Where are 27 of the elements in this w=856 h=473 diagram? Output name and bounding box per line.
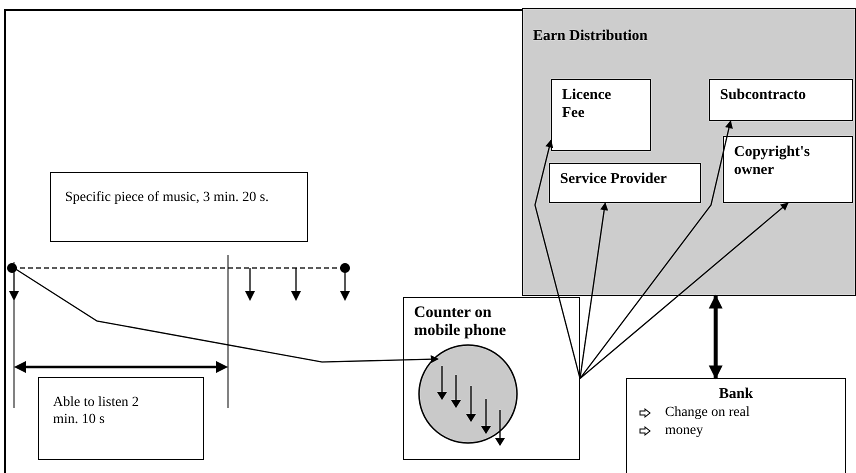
- panel-heading: Earn Distribution: [533, 27, 648, 45]
- text-box: [38, 377, 204, 460]
- bullet-text: Change on real: [665, 404, 750, 421]
- arrow: [708, 294, 723, 380]
- box-label: Service Provider: [560, 170, 668, 188]
- bank-box: [626, 378, 846, 473]
- bullet-text: money: [665, 422, 704, 439]
- arrow: [579, 120, 733, 379]
- arrow: [579, 202, 608, 379]
- arrow: [14, 267, 439, 364]
- box-text: Able to listen 2 min. 10 s: [53, 394, 140, 428]
- label-box: [709, 79, 853, 121]
- box-label: Counter on mobile phone: [414, 304, 508, 340]
- label-box: [723, 136, 853, 203]
- box-heading: Bank: [718, 385, 754, 403]
- box-label: Subcontracto: [720, 86, 807, 104]
- text-box: [50, 172, 308, 242]
- arrow: [534, 139, 581, 379]
- label-box: [403, 297, 580, 460]
- counter-circle: [418, 344, 518, 444]
- label-box: [549, 163, 701, 203]
- arrow: [580, 202, 789, 379]
- label-box: [551, 79, 651, 151]
- box-text: Specific piece of music, 3 min. 20 s.: [65, 189, 270, 206]
- group-panel: [522, 8, 856, 296]
- box-label: Copyright's owner: [734, 143, 811, 179]
- box-label: Licence Fee: [562, 86, 610, 122]
